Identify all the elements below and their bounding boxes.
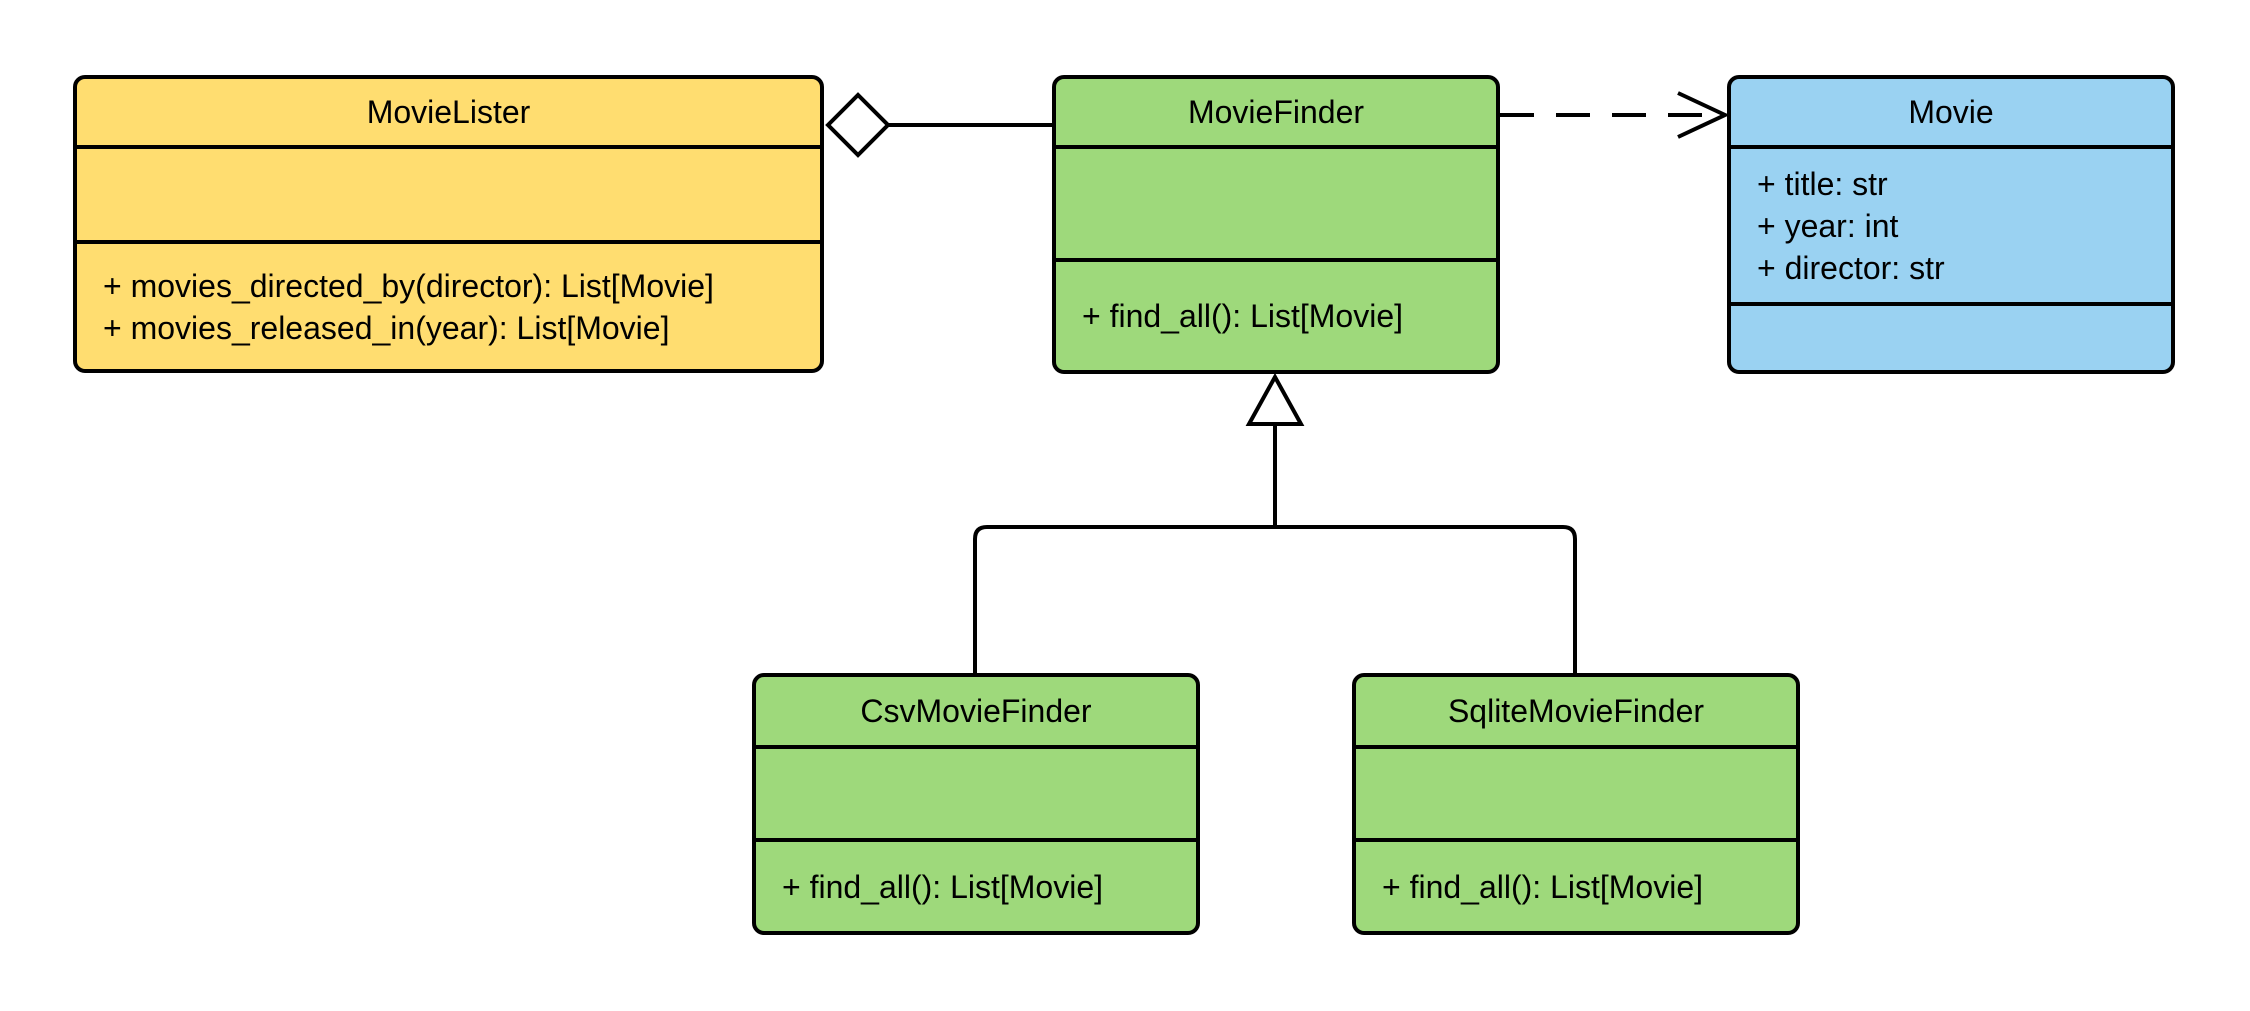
class-title: Movie <box>1908 93 1994 130</box>
methods-section: + movies_directed_by(director): List[Mov… <box>77 240 820 369</box>
attributes-section: + title: str + year: int + director: str <box>1731 145 2171 302</box>
method-item: + movies_directed_by(director): List[Mov… <box>103 267 714 304</box>
generalization-branch-lines <box>973 525 1577 673</box>
methods-section <box>1731 302 2171 370</box>
class-box-csvmoviefinder: CsvMovieFinder + find_all(): List[Movie] <box>752 673 1200 935</box>
methods-section: + find_all(): List[Movie] <box>756 838 1196 931</box>
class-box-movielister: MovieLister + movies_directed_by(directo… <box>73 75 824 373</box>
attribute-item: + director: str <box>1757 249 1945 286</box>
class-title: SqliteMovieFinder <box>1447 692 1705 729</box>
generalization-triangle-icon <box>1245 372 1305 426</box>
class-box-moviefinder: MovieFinder + find_all(): List[Movie] <box>1052 75 1500 374</box>
attributes-section <box>1356 745 1796 838</box>
method-item: + find_all(): List[Movie] <box>1082 298 1404 334</box>
class-title: CsvMovieFinder <box>860 692 1092 729</box>
attributes-section <box>77 145 820 240</box>
methods-section: + find_all(): List[Movie] <box>1356 838 1796 931</box>
attribute-item: + title: str <box>1757 165 1888 202</box>
aggregation-diamond-icon <box>825 92 891 158</box>
methods-section: + find_all(): List[Movie] <box>1056 258 1496 370</box>
class-box-movie: Movie + title: str + year: int + directo… <box>1727 75 2175 374</box>
class-title: MovieFinder <box>1187 93 1365 130</box>
attribute-item: + year: int <box>1757 207 1899 244</box>
method-item: + find_all(): List[Movie] <box>1382 868 1704 905</box>
dependency-arrowhead-icon <box>1677 91 1730 139</box>
attributes-section <box>756 745 1196 838</box>
class-box-sqlitemoviefinder: SqliteMovieFinder + find_all(): List[Mov… <box>1352 673 1800 935</box>
method-item: + find_all(): List[Movie] <box>782 868 1104 905</box>
class-title: MovieLister <box>366 93 531 130</box>
attributes-section <box>1056 145 1496 258</box>
method-item: + movies_released_in(year): List[Movie] <box>103 309 670 346</box>
